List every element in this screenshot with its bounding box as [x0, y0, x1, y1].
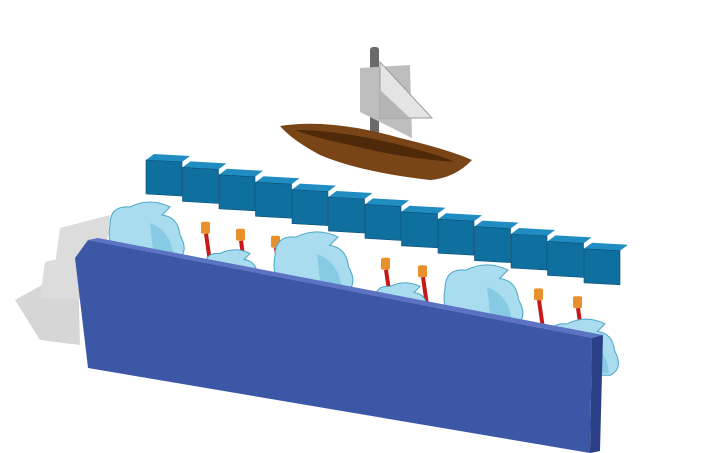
- block-top-face: [292, 183, 336, 192]
- connector-peg: [573, 296, 582, 309]
- block-top-face: [511, 228, 555, 236]
- block-top-face: [474, 220, 519, 229]
- connector-peg: [201, 221, 210, 234]
- connector-peg: [418, 265, 427, 278]
- connector-peg: [236, 228, 245, 241]
- block-front-face: [218, 174, 256, 212]
- wall-front-face: [75, 240, 592, 453]
- block-front-face: [145, 159, 183, 197]
- block-front-face: [474, 226, 511, 263]
- block-top-face: [255, 176, 300, 185]
- block-top-face: [146, 154, 190, 162]
- connector-peg: [534, 288, 543, 301]
- block-top-face: [547, 235, 592, 244]
- block-front-face: [255, 181, 292, 219]
- block-top-face: [438, 213, 482, 222]
- sailboat[interactable]: [280, 47, 472, 180]
- block-top-face: [584, 242, 628, 251]
- block-front-face: [510, 233, 548, 271]
- block-row: [145, 154, 628, 286]
- block-front-face: [364, 204, 402, 241]
- wall-side-face: [590, 335, 603, 453]
- block-front-face: [328, 196, 365, 234]
- block-front-face: [437, 218, 475, 256]
- wall-top-face: [88, 238, 603, 338]
- block-front-face: [401, 211, 438, 249]
- block-top-face: [219, 168, 263, 177]
- boat-sail-shade: [380, 90, 410, 118]
- block-front-face: [547, 241, 584, 278]
- block-front-face: [583, 248, 621, 286]
- block-top-face: [365, 198, 409, 207]
- front-wall[interactable]: [75, 238, 603, 453]
- block-top-face: [182, 161, 227, 170]
- connector-peg: [381, 257, 390, 270]
- block-top-face: [401, 205, 446, 214]
- block-top-face: [328, 191, 373, 199]
- block-front-face: [291, 189, 329, 226]
- boat-hull-interior: [295, 130, 455, 162]
- block-front-face: [182, 167, 219, 204]
- red-rod: [421, 276, 429, 306]
